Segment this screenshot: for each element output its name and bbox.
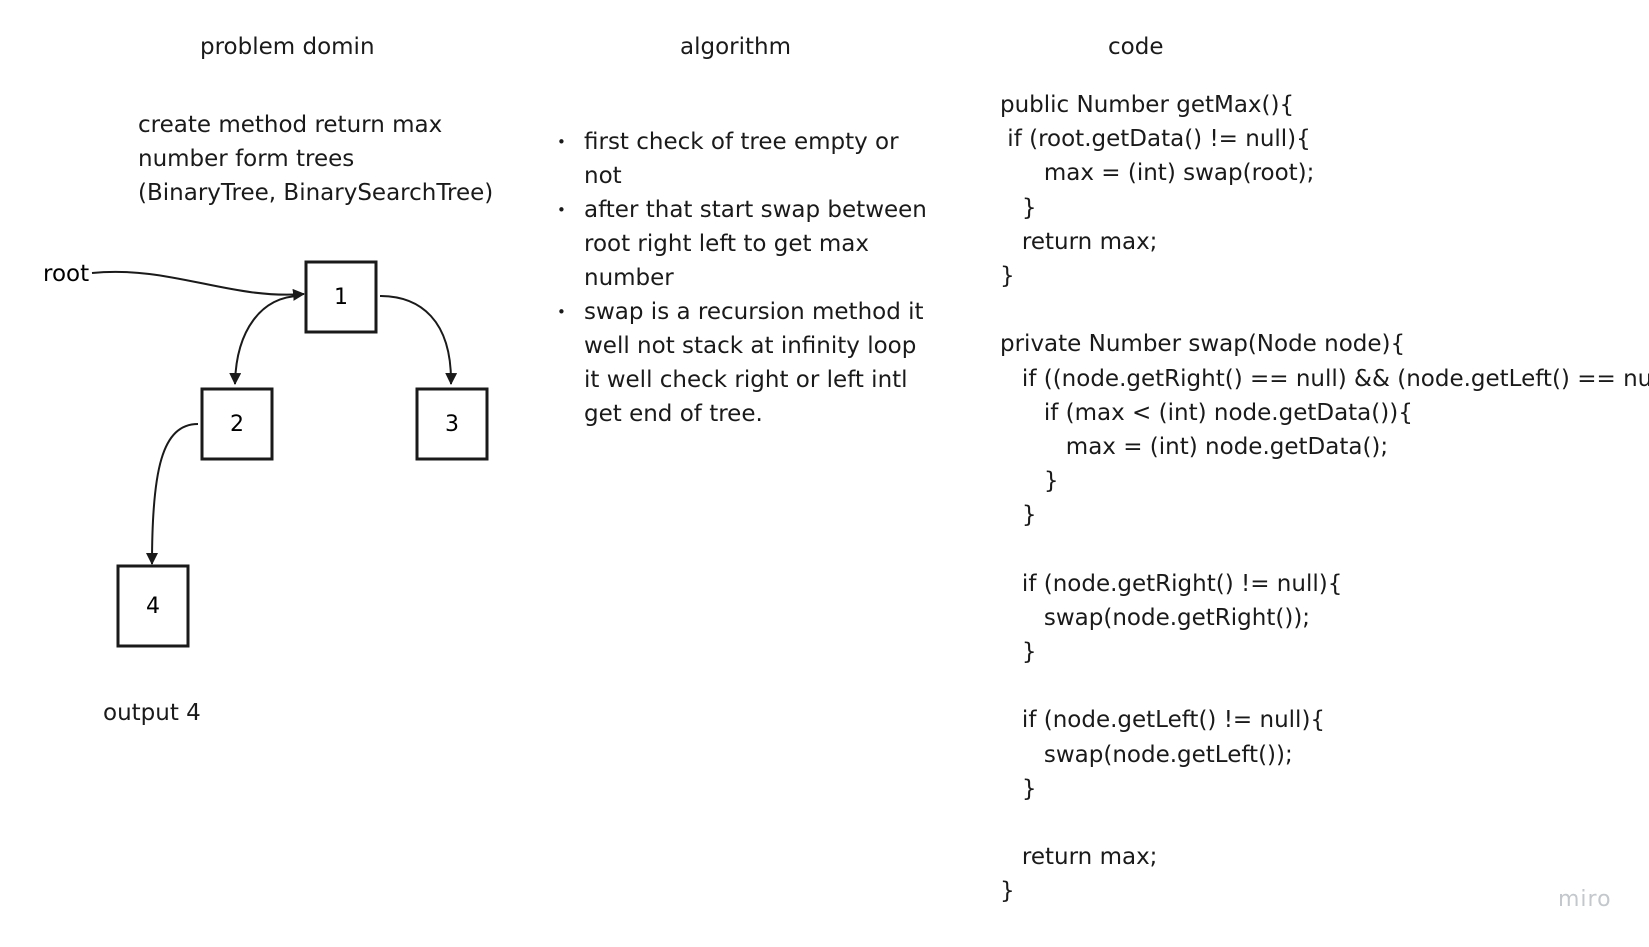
tree-node-2: 2 — [200, 387, 274, 461]
code-line: max = (int) node.getData(); — [1000, 433, 1389, 460]
code-line: } — [1000, 878, 1015, 905]
code-block: public Number getMax(){ if (root.getData… — [1000, 88, 1649, 909]
code-line — [1000, 806, 1649, 840]
code-line — [1000, 532, 1649, 566]
tree-node-3: 3 — [415, 387, 489, 461]
code-line: swap(node.getLeft()); — [1000, 741, 1293, 768]
code-line: if (max < (int) node.getData()){ — [1000, 399, 1413, 426]
miro-watermark: miro — [1558, 887, 1612, 912]
node-value: 4 — [146, 594, 160, 619]
code-line: if (node.getRight() != null){ — [1000, 570, 1343, 597]
code-heading: code — [1108, 34, 1164, 60]
code-line: } — [1000, 262, 1015, 289]
tree-node-4: 4 — [116, 564, 190, 648]
code-line: if (node.getLeft() != null){ — [1000, 707, 1326, 734]
code-line: } — [1000, 639, 1037, 665]
algorithm-step: first check of tree empty or not — [555, 125, 935, 193]
code-line: swap(node.getRight()); — [1000, 604, 1311, 631]
algorithm-step: after that start swap between root right… — [555, 193, 935, 295]
problem-line: number form trees — [138, 146, 355, 172]
tree-node-1: 1 — [304, 260, 378, 334]
node-value: 2 — [230, 412, 244, 437]
algorithm-steps: first check of tree empty or not after t… — [555, 125, 935, 431]
node-value: 1 — [334, 285, 348, 310]
problem-line: create method return max — [138, 112, 443, 138]
code-line: max = (int) swap(root); — [1000, 160, 1315, 187]
code-line: public Number getMax(){ — [1000, 92, 1295, 118]
algorithm-step: swap is a recursion method it well not s… — [555, 295, 935, 431]
code-line: } — [1000, 468, 1059, 495]
code-line: } — [1000, 502, 1037, 529]
code-line — [1000, 293, 1649, 327]
code-line — [1000, 669, 1649, 703]
code-line: } — [1000, 775, 1037, 802]
code-line: private Number swap(Node node){ — [1000, 331, 1406, 358]
code-line: return max; — [1000, 844, 1158, 871]
root-label: root — [43, 261, 89, 287]
node-value: 3 — [445, 412, 459, 437]
edge-1-to-2 — [229, 295, 301, 385]
binary-tree-diagram: root 1 2 3 4 — [43, 260, 489, 648]
code-line: return max; — [1000, 228, 1158, 255]
code-line: if (root.getData() != null){ — [1000, 126, 1311, 153]
edge-2-to-4 — [146, 423, 199, 565]
output-text: output 4 — [103, 700, 201, 726]
code-line: if ((node.getRight() == null) && (node.g… — [1000, 365, 1649, 392]
code-line: } — [1000, 194, 1037, 221]
algorithm-heading: algorithm — [680, 34, 792, 60]
root-pointer-arrow — [91, 270, 305, 301]
edge-1-to-3 — [379, 295, 458, 385]
problem-domain-heading: problem domin — [200, 34, 375, 60]
problem-line: (BinaryTree, BinarySearchTree) — [138, 180, 494, 206]
problem-description: create method return max number form tre… — [138, 108, 493, 210]
